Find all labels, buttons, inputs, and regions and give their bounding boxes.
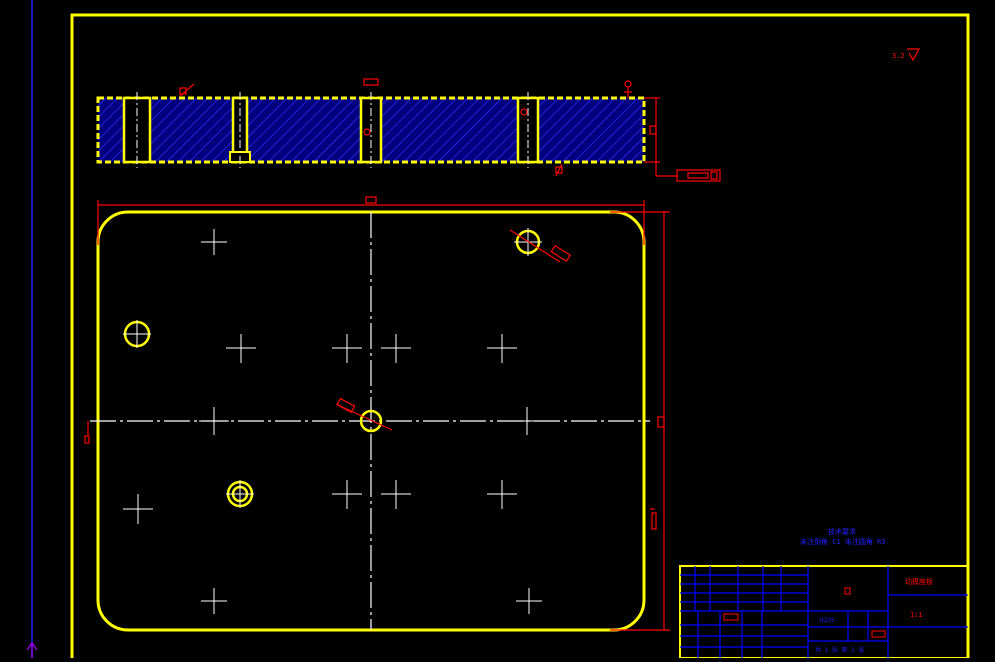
roughness-symbol: 3.2 (892, 48, 921, 62)
title-block: 动模座板 1:1 Q235 共 1 张 第 1 张 (679, 565, 969, 659)
tech-requirements-line: 未注倒角 C1 未注圆角 R3 (800, 537, 886, 546)
ucs-icon (26, 641, 38, 658)
tech-requirements: 技术要求 未注倒角 C1 未注圆角 R3 (800, 527, 886, 546)
plan-dimensions (84, 196, 670, 631)
tech-requirements-heading: 技术要求 (828, 527, 856, 536)
plan-view (84, 196, 670, 632)
roughness-value: 3.2 (892, 52, 905, 60)
section-view (96, 78, 721, 182)
drawing-frame (70, 13, 970, 662)
bored-holes (123, 229, 541, 508)
sheet-info: 共 1 张 第 1 张 (815, 646, 864, 654)
scale: 1:1 (910, 611, 923, 619)
material: Q235 (820, 617, 835, 624)
part-name: 动模座板 (905, 577, 933, 586)
hole-center-marks (123, 229, 542, 614)
